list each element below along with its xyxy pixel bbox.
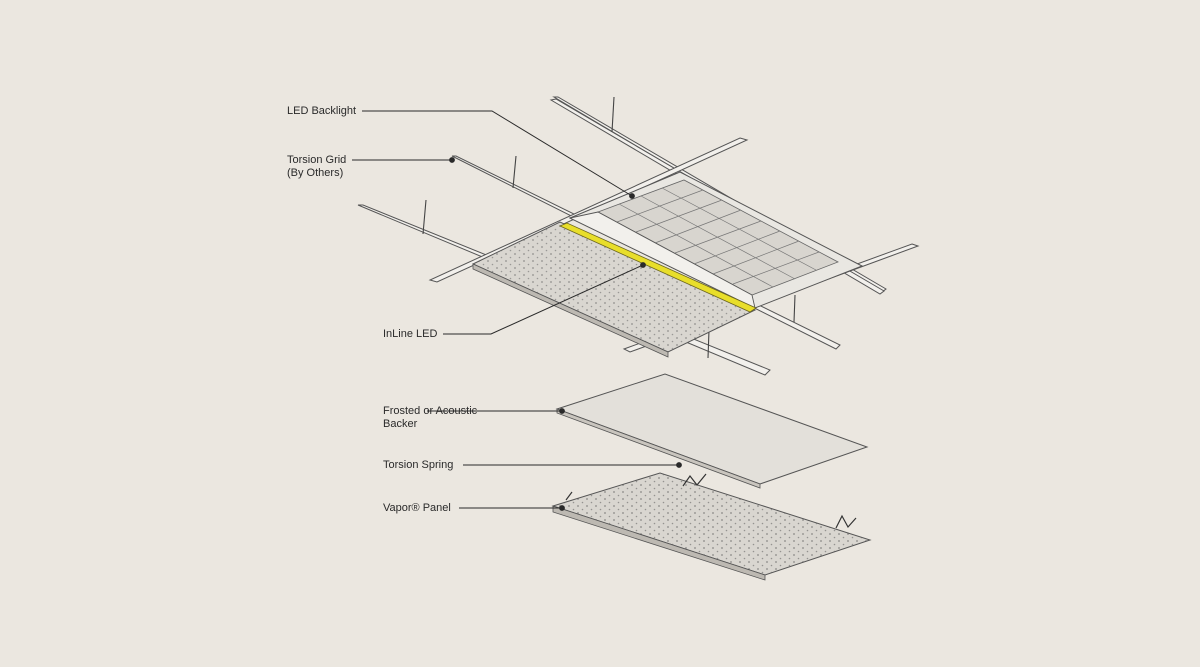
frosted-backer xyxy=(555,373,869,489)
torsion-springs xyxy=(565,473,857,529)
torsion-spring-text: Torsion Spring xyxy=(383,459,454,471)
torsion-grid-subtext: (By Others) xyxy=(287,167,344,179)
led-backlight-tray xyxy=(568,171,864,309)
tray-lip xyxy=(568,211,756,309)
label-vapor-panel: Vapor® Panel xyxy=(383,502,451,515)
torsion-spring-dot xyxy=(676,462,682,468)
torsion-grid-dot xyxy=(449,157,455,163)
frosted-backer-text: Frosted or Acoustic xyxy=(383,405,478,417)
inline-led-leader xyxy=(443,264,644,335)
label-inline-led: InLine LED xyxy=(383,328,437,341)
inline-led-strip xyxy=(559,222,757,313)
led-backlight-text: LED Backlight xyxy=(287,105,357,117)
led-grid-lines xyxy=(616,187,820,288)
upper-panel-edge xyxy=(472,263,669,358)
vapor-panel-dot xyxy=(559,505,565,511)
hanger-wire xyxy=(611,96,615,133)
hanger-wire xyxy=(422,199,427,235)
backer-edge xyxy=(556,408,761,489)
label-torsion-spring: Torsion Spring xyxy=(383,459,453,472)
callout-leaders xyxy=(352,110,682,511)
hanger-wire xyxy=(707,329,710,359)
hanger-wire xyxy=(512,155,517,189)
torsion-spring xyxy=(835,514,857,529)
inline-led-text: InLine LED xyxy=(383,328,438,340)
inline-led-dot xyxy=(640,262,646,268)
upper-vapor-panel xyxy=(471,221,757,358)
label-frosted-backer: Frosted or Acoustic Backer xyxy=(383,405,477,431)
vapor-panel-perforation xyxy=(553,473,870,575)
upper-panel-perforation xyxy=(473,222,755,352)
label-torsion-grid: Torsion Grid (By Others) xyxy=(287,154,346,180)
label-led-backlight: LED Backlight xyxy=(287,105,356,118)
torsion-spring xyxy=(565,491,573,501)
vapor-panel-text: Vapor® Panel xyxy=(383,502,451,514)
frosted-backer-dot xyxy=(559,408,565,414)
hanger-wire xyxy=(793,294,796,323)
hanger-wires xyxy=(422,96,796,359)
frosted-backer-subtext: Backer xyxy=(383,418,418,430)
torsion-grid-text: Torsion Grid xyxy=(287,154,347,166)
vapor-panel xyxy=(551,472,872,581)
torsion-spring xyxy=(682,473,707,487)
led-backlight-leader xyxy=(362,110,633,197)
led-backlight-dot xyxy=(629,193,635,199)
vapor-panel-edge xyxy=(552,505,766,581)
